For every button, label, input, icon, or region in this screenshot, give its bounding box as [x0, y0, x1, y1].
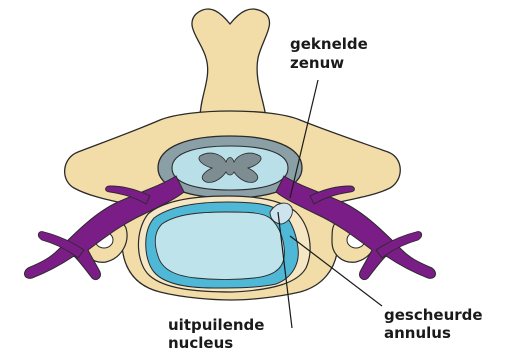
label-bulging-nucleus-line2: nucleus	[168, 334, 233, 352]
spinous-process	[192, 9, 270, 118]
label-pinched-nerve-line2: zenuw	[290, 54, 344, 72]
disc-nucleus	[155, 212, 284, 280]
label-torn-annulus-line2: annulus	[384, 324, 451, 342]
label-bulging-nucleus-line1: uitpuilende	[168, 316, 264, 334]
label-torn-annulus-line1: gescheurde	[384, 306, 483, 324]
label-pinched-nerve-line1: geknelde	[290, 35, 368, 53]
